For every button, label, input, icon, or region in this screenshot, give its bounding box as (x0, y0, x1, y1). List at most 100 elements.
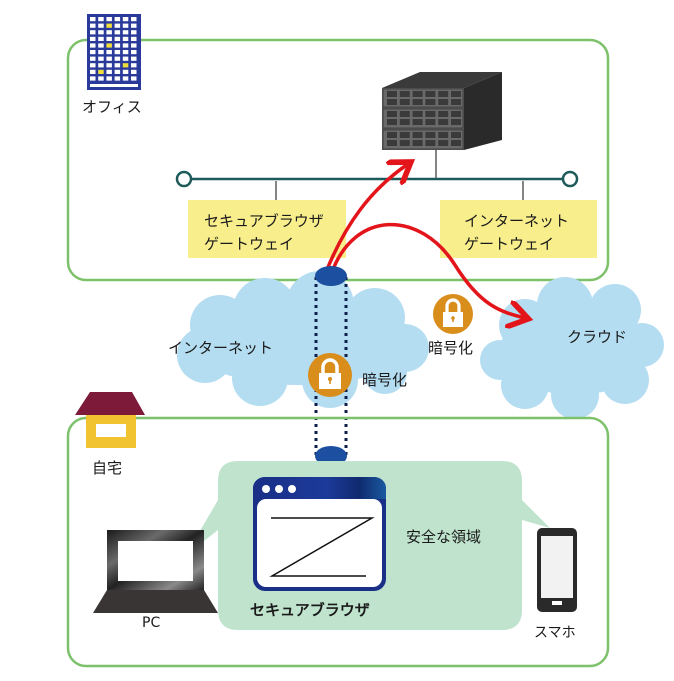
server-slot (438, 140, 449, 146)
laptop-icon (93, 530, 218, 613)
server-slot (387, 140, 397, 146)
building-window (114, 69, 121, 74)
building-window (90, 30, 96, 35)
building-window (106, 43, 112, 48)
cloud-encryption-label: 暗号化 (428, 339, 473, 357)
server-slot (387, 99, 397, 105)
lock-icon (433, 294, 473, 334)
arrow-to-cloud (330, 222, 525, 318)
building-window (131, 43, 137, 48)
building-window (114, 17, 121, 22)
smartphone-label: スマホ (534, 625, 576, 641)
building-window (106, 17, 112, 22)
building-base (90, 84, 138, 87)
server-slot (412, 111, 423, 117)
building-window (122, 17, 129, 22)
server-slot (387, 119, 397, 125)
server-slot (425, 119, 436, 125)
office-building-icon (87, 14, 141, 90)
server-slot (438, 111, 449, 117)
building-window (98, 30, 104, 35)
building-window (131, 76, 137, 81)
building-window (122, 56, 129, 61)
building-window (106, 63, 112, 68)
building-window (98, 69, 104, 74)
server-slot (387, 91, 397, 97)
server-slot (412, 99, 423, 105)
server-slot (425, 132, 436, 138)
building-window (122, 30, 129, 35)
building-window (131, 63, 137, 68)
cloud-service (480, 277, 664, 419)
building-window (90, 43, 96, 48)
building-window (90, 69, 96, 74)
building-window (106, 76, 112, 81)
internet-gateway: インターネット ゲートウェイ (440, 200, 597, 258)
server-slot (451, 140, 461, 146)
server-slot (451, 132, 461, 138)
home-zone (66, 416, 610, 668)
server-slot (399, 99, 410, 105)
server-slot (451, 119, 461, 125)
building-window (106, 56, 112, 61)
server-slot (412, 132, 423, 138)
building-window (106, 23, 112, 28)
building-window (122, 76, 129, 81)
building-window (131, 56, 137, 61)
server-slot (412, 91, 423, 97)
building-window (122, 69, 129, 74)
building-window (106, 30, 112, 35)
gateway-label-line2: ゲートウェイ (464, 235, 554, 253)
building-window (122, 50, 129, 55)
building-window (98, 43, 104, 48)
server-slot (387, 111, 397, 117)
internet-cloud (177, 271, 429, 408)
network-endpoint-left (175, 170, 193, 188)
building-window (122, 36, 129, 41)
tunnel-end-top (315, 266, 347, 286)
building-window (131, 36, 137, 41)
cloud-label: クラウド (567, 328, 627, 346)
building-window (98, 50, 104, 55)
building-window (122, 63, 129, 68)
building-window (98, 56, 104, 61)
server-slot (425, 91, 436, 97)
building-window (106, 36, 112, 41)
secure-browser-window-icon (253, 477, 386, 591)
server-slot (412, 140, 423, 146)
server-slot (438, 91, 449, 97)
server-slot (387, 132, 397, 138)
pc-label: PC (142, 615, 160, 631)
building-window (90, 63, 96, 68)
building-window (122, 23, 129, 28)
arrow-to-server (324, 164, 408, 273)
secure-area-label: 安全な領域 (406, 528, 481, 546)
server-slot (425, 111, 436, 117)
building-window (114, 76, 121, 81)
server-slot (412, 119, 423, 125)
internet-encryption-label: 暗号化 (362, 371, 407, 389)
building-window (114, 56, 121, 61)
server-slot (399, 132, 410, 138)
building-window (106, 50, 112, 55)
building-window (114, 50, 121, 55)
home-label: 自宅 (92, 459, 122, 477)
building-window (131, 69, 137, 74)
server-slot (438, 99, 449, 105)
building-window (98, 17, 104, 22)
building-window (131, 17, 137, 22)
server-slot (399, 119, 410, 125)
building-window (90, 17, 96, 22)
internet-label: インターネット (168, 339, 273, 357)
server-slot (425, 140, 436, 146)
server-rack-icon (382, 72, 502, 150)
secure-browser-label: セキュアブラウザ (250, 601, 370, 619)
building-window (131, 30, 137, 35)
server-slot (451, 91, 461, 97)
building-window (131, 50, 137, 55)
server-slot (425, 99, 436, 105)
smartphone-icon (537, 528, 577, 612)
building-window (90, 50, 96, 55)
office-label: オフィス (82, 98, 142, 116)
